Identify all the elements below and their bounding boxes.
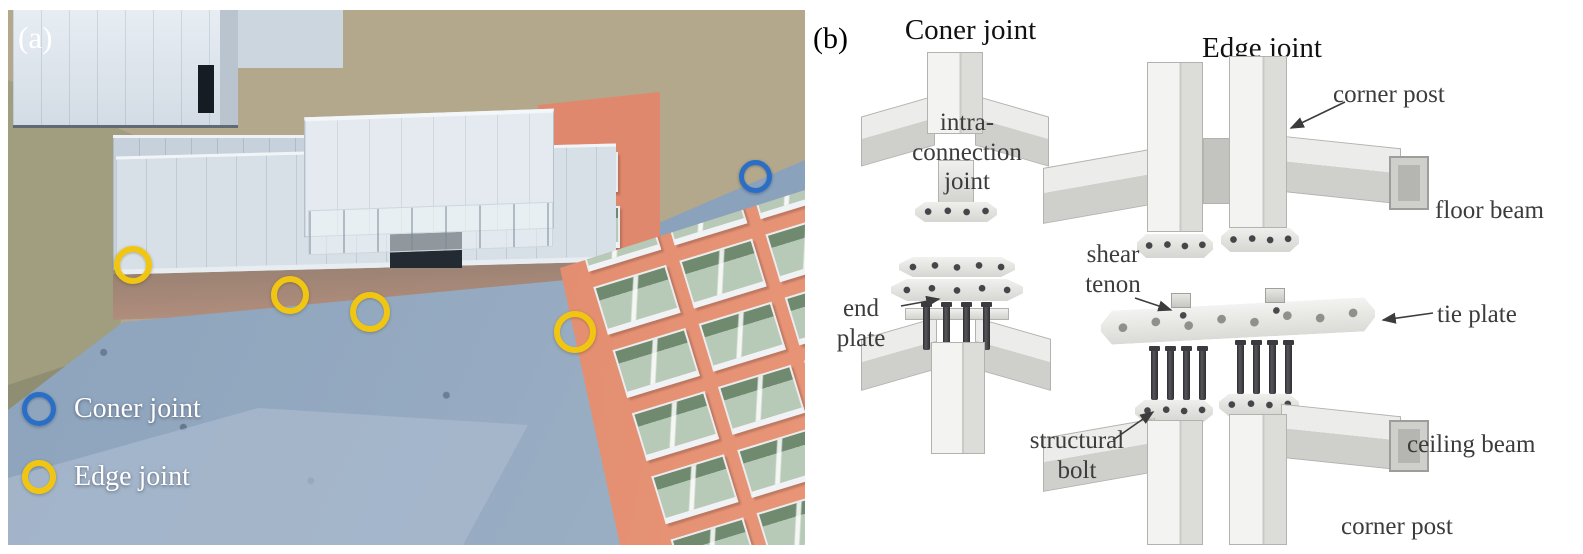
structural-bolt-rod [1283,340,1294,394]
lower-flange-right [1219,394,1299,416]
module-box-floating [13,10,238,128]
balcony [717,364,805,435]
edge-joint-legend-label: Edge joint [74,461,190,492]
structural-bolt-rod [1235,340,1246,394]
panel-a-building-render: Coner joint Edge joint (a) [8,10,805,545]
shear-tenon-label: shear tenon [1085,241,1141,298]
post-flange-right [1221,228,1299,252]
floor-beam-left [1043,148,1155,224]
edge-joint-marker [114,246,152,284]
corner-post-top-label: corner post [1333,81,1445,108]
structural-bolt-rod [981,302,992,350]
balcony [679,238,767,309]
end-plate [899,257,1015,277]
corner-joint-bottom-post [931,342,985,454]
post-flange-left [1137,234,1213,258]
corner-joint-neck [938,160,974,204]
balcony [765,212,805,283]
end-plate-upper [915,202,997,222]
structural-bolt-rod [1165,346,1176,400]
corner-joint-title: Coner joint [904,14,1037,46]
corner-joint-legend-label: Coner joint [74,393,201,424]
edge-joint-marker [554,311,596,353]
corner-joint-top-post [927,52,983,134]
balcony [612,328,700,399]
corner-post-top-left [1147,62,1203,232]
edge-joint-marker [271,276,309,314]
panel-b-joint-diagrams: (b) Coner joint Edge joint [805,10,1583,545]
end-plate-label: end plate [836,295,886,352]
shear-tenon [1265,288,1285,303]
structural-bolt-rod [921,302,932,350]
balcony [593,264,681,335]
ceiling-beam-label: ceiling beam [1407,431,1536,458]
corner-post-bottom-left [1147,420,1203,545]
corner-joint-marker [739,160,772,193]
glass-balustrade [308,201,553,256]
legend-corner-joint: Coner joint [22,392,201,426]
structural-bolt-rod [1181,346,1192,400]
balcony [698,301,786,372]
balcony [651,454,739,525]
edge-joint-legend-ring [22,460,56,494]
floor-beam-end-face [1389,156,1429,210]
balcony [784,275,805,346]
ceiling-beam-end-face [1389,420,1429,472]
structural-bolt-rod [1267,340,1278,394]
balcony [756,491,805,545]
structural-bolt-rod [961,302,972,350]
ceiling-beam-right [1281,403,1401,471]
tie-plate-label: tie plate [1437,301,1517,328]
corner-joint-legend-ring [22,392,56,426]
structural-bolt-rod [1251,340,1262,394]
intra-connection-joint-label: intra- connection joint [912,109,1022,195]
structural-bolt-rod [1149,346,1160,400]
corner-joint-base-plate [905,308,1009,320]
corner-post-top-right [1229,56,1287,228]
corner-post-bottom-label: corner post [1341,513,1453,540]
lower-flange-left [1135,400,1213,422]
shear-tenon [1171,293,1191,308]
balcony [670,517,758,545]
structural-bolt-label: structural bolt [1029,427,1125,484]
edge-joint-marker [350,292,390,332]
tie-plate-arrow [1381,312,1434,324]
panel-b-label: (b) [813,22,848,55]
corner-post-bottom-right [1229,414,1287,545]
structural-bolt-rod [941,302,952,350]
edge-joint-mid-link [1203,138,1233,204]
panel-a-label: (a) [18,20,53,55]
balcony [737,427,805,498]
legend-edge-joint: Edge joint [22,460,190,494]
structural-bolt-rod [1197,346,1208,400]
floor-beam-right [1281,135,1401,205]
floor-beam-label: floor beam [1435,197,1544,224]
tie-plate [1101,297,1375,345]
module-door [198,65,214,113]
balcony [631,391,720,462]
end-plate-lower [891,279,1023,301]
